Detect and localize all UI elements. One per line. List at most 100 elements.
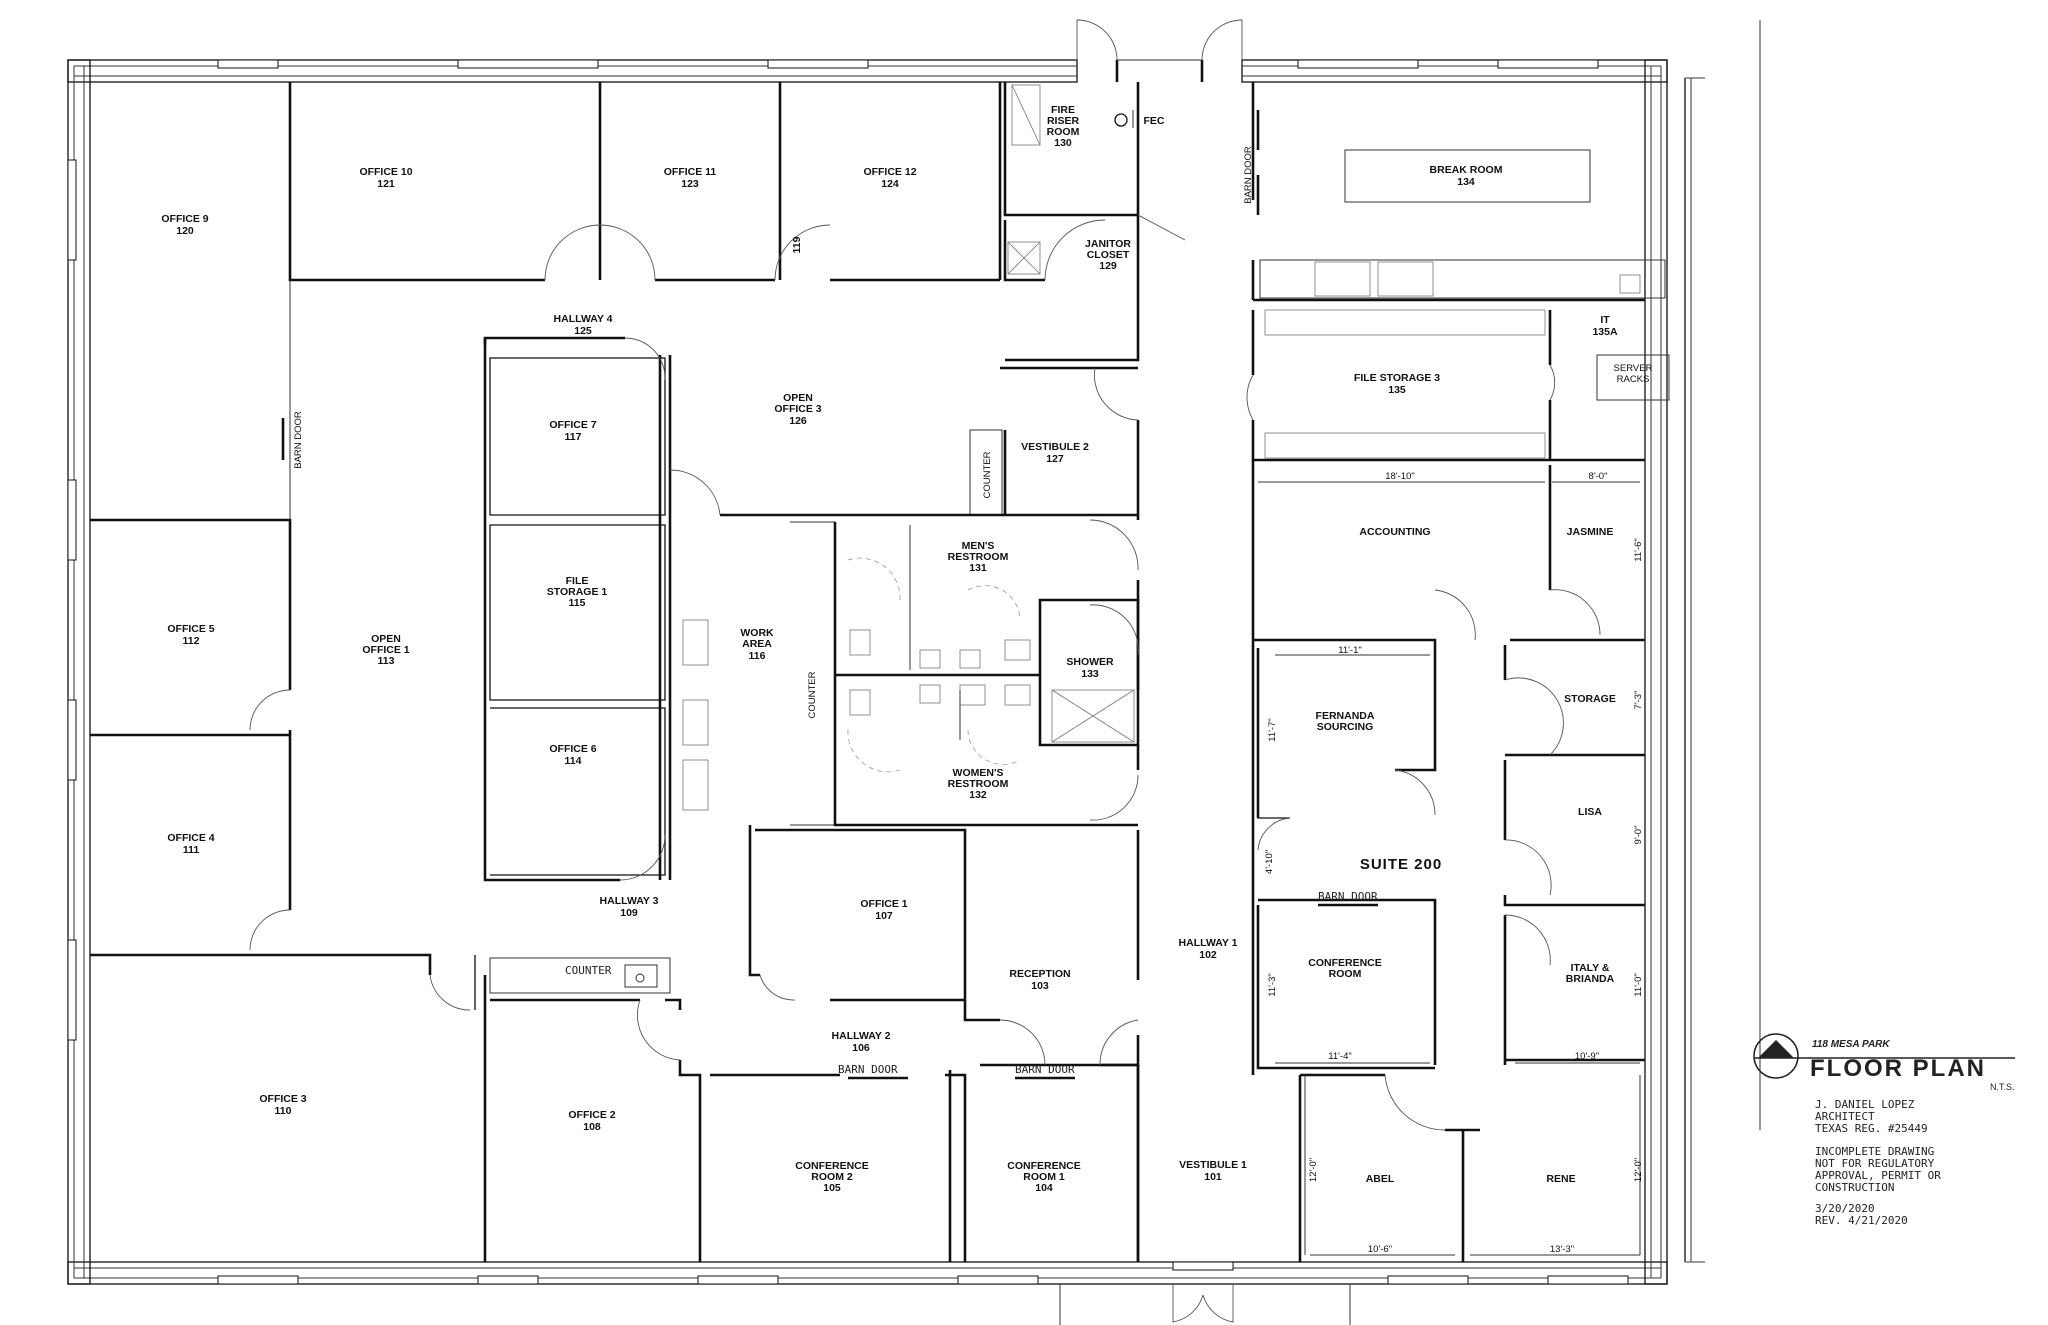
bottom-entrance-doors bbox=[1059, 1261, 1351, 1325]
dim-11-6: 11'-6" bbox=[1633, 538, 1644, 562]
shower-name: SHOWER bbox=[1066, 656, 1114, 668]
break-room-num: 134 bbox=[1457, 176, 1475, 188]
dim-10-6: 10'-6" bbox=[1368, 1244, 1392, 1255]
office-3-num: 110 bbox=[275, 1105, 292, 1117]
rene-label: RENE bbox=[1546, 1173, 1575, 1185]
conference-room-l2: ROOM bbox=[1329, 968, 1362, 980]
accounting-label: ACCOUNTING bbox=[1359, 526, 1430, 538]
work-area-l1: WORK bbox=[740, 627, 774, 639]
dim-12-0-right: 12'-0" bbox=[1633, 1158, 1644, 1182]
server-racks-l1: SERVER bbox=[1614, 363, 1653, 374]
barn-door-conf1: BARN DOOR bbox=[1015, 1063, 1075, 1076]
work-area-num: 116 bbox=[749, 650, 766, 662]
office-4-num: 111 bbox=[183, 844, 200, 856]
dimension-labels: 18'-10" 8'-0" 11'-6" 11'-1" 11'-7" 7'-3"… bbox=[1264, 471, 1644, 1255]
mens-restroom-l1: MEN'S bbox=[962, 540, 995, 552]
reception-num: 103 bbox=[1031, 980, 1049, 992]
barn-door-conf2: BARN DOOR bbox=[838, 1063, 898, 1076]
disclaimer-line-4: CONSTRUCTION bbox=[1815, 1181, 1894, 1194]
womens-restroom-l2: RESTROOM bbox=[948, 778, 1009, 790]
title-block: 118 MESA PARK FLOOR PLAN N.T.S. J. DANIE… bbox=[1753, 1033, 2015, 1227]
fernanda-l2: SOURCING bbox=[1317, 721, 1374, 733]
fire-riser-l3: ROOM bbox=[1047, 126, 1080, 138]
vestibule-1-name: VESTIBULE 1 bbox=[1179, 1159, 1247, 1171]
janitor-l2: CLOSET bbox=[1087, 249, 1130, 261]
conf-room-2-num: 105 bbox=[823, 1182, 841, 1194]
fire-riser-l1: FIRE bbox=[1051, 104, 1075, 116]
it-num: 135A bbox=[1592, 326, 1618, 338]
office-9-num: 120 bbox=[176, 225, 194, 237]
office-5-name: OFFICE 5 bbox=[167, 623, 214, 635]
open-office-1-num: 113 bbox=[378, 655, 395, 667]
dim-11-3: 11'-3" bbox=[1267, 973, 1278, 997]
janitor-num: 129 bbox=[1099, 260, 1117, 272]
office-2-num: 108 bbox=[583, 1121, 601, 1133]
office-10-name: OFFICE 10 bbox=[359, 166, 412, 178]
dim-11-7: 11'-7" bbox=[1267, 718, 1278, 742]
hallway-3-num: 109 bbox=[620, 907, 638, 919]
dim-13-3: 13'-3" bbox=[1550, 1244, 1574, 1255]
office-3-name: OFFICE 3 bbox=[259, 1093, 306, 1105]
open-office-1-l2: OFFICE 1 bbox=[362, 644, 409, 656]
dim-11-4: 11'-4" bbox=[1328, 1051, 1352, 1062]
vestibule-2-name: VESTIBULE 2 bbox=[1021, 441, 1089, 453]
office-5-num: 112 bbox=[183, 635, 200, 647]
dim-7-3: 7'-3" bbox=[1633, 691, 1644, 710]
conf-room-2-l2: ROOM 2 bbox=[811, 1171, 853, 1183]
janitor-l1: JANITOR bbox=[1085, 238, 1131, 250]
architect-line-3: TEXAS REG. #25449 bbox=[1815, 1122, 1928, 1135]
counter-office-2: COUNTER bbox=[565, 964, 612, 977]
hallway-1-name: HALLWAY 1 bbox=[1179, 937, 1238, 949]
architect-line-1: J. DANIEL LOPEZ bbox=[1815, 1098, 1915, 1111]
office-10-num: 121 bbox=[377, 178, 395, 190]
server-racks-l2: RACKS bbox=[1617, 374, 1650, 385]
date-line-1: 3/20/2020 bbox=[1815, 1202, 1875, 1215]
mens-restroom-l2: RESTROOM bbox=[948, 551, 1009, 563]
file-storage-3-name: FILE STORAGE 3 bbox=[1354, 372, 1440, 384]
hallway-3-name: HALLWAY 3 bbox=[600, 895, 659, 907]
open-office-3-num: 126 bbox=[789, 415, 807, 427]
hallway-4-name: HALLWAY 4 bbox=[554, 313, 613, 325]
office-1-name: OFFICE 1 bbox=[860, 898, 907, 910]
file-storage-1-l1: FILE bbox=[566, 575, 589, 587]
it-name: IT bbox=[1600, 314, 1610, 326]
disclaimer-line-1: INCOMPLETE DRAWING bbox=[1815, 1145, 1934, 1158]
reception-name: RECEPTION bbox=[1009, 968, 1070, 980]
abel-label: ABEL bbox=[1366, 1173, 1395, 1185]
barn-door-break: BARN DOOR bbox=[1243, 146, 1254, 204]
italy-l1: ITALY & bbox=[1571, 962, 1610, 974]
restroom-fixtures bbox=[682, 525, 1031, 811]
hallway-2-name: HALLWAY 2 bbox=[832, 1030, 891, 1042]
architect-line-2: ARCHITECT bbox=[1815, 1110, 1875, 1123]
counter-vestibule: COUNTER bbox=[982, 451, 993, 498]
conf-room-1-l1: CONFERENCE bbox=[1007, 1160, 1081, 1172]
office-2-name: OFFICE 2 bbox=[568, 1109, 615, 1121]
open-office-3-l1: OPEN bbox=[783, 392, 813, 404]
italy-l2: BRIANDA bbox=[1566, 973, 1615, 985]
office-6-name: OFFICE 6 bbox=[549, 743, 596, 755]
womens-restroom-num: 132 bbox=[969, 789, 987, 801]
hallway-2-num: 106 bbox=[852, 1042, 870, 1054]
office-11-num: 123 bbox=[681, 178, 699, 190]
file-storage-1-l2: STORAGE 1 bbox=[547, 586, 608, 598]
office-1-num: 107 bbox=[875, 910, 893, 922]
counter-work-area: COUNTER bbox=[807, 671, 818, 718]
office-12-name: OFFICE 12 bbox=[863, 166, 916, 178]
storage-label: STORAGE bbox=[1564, 693, 1616, 705]
office-4-name: OFFICE 4 bbox=[167, 832, 214, 844]
disclaimer-line-2: NOT FOR REGULATORY bbox=[1815, 1157, 1935, 1170]
fec-label: FEC bbox=[1144, 115, 1165, 127]
office-9-name: OFFICE 9 bbox=[161, 213, 208, 225]
office-7-name: OFFICE 7 bbox=[549, 419, 596, 431]
file-storage-1-num: 115 bbox=[569, 597, 586, 609]
lisa-label: LISA bbox=[1578, 806, 1602, 818]
dim-11-0: 11'-0" bbox=[1633, 973, 1644, 997]
office-7-num: 117 bbox=[565, 431, 582, 443]
suite-200-label: SUITE 200 bbox=[1360, 856, 1442, 873]
vestibule-1-num: 101 bbox=[1204, 1171, 1222, 1183]
dim-10-9: 10'-9" bbox=[1575, 1051, 1599, 1062]
dim-12-0-left: 12'-0" bbox=[1308, 1158, 1319, 1182]
disclaimer-line-3: APPROVAL, PERMIT OR bbox=[1815, 1169, 1941, 1182]
dim-4-10: 4'-10" bbox=[1264, 850, 1275, 874]
